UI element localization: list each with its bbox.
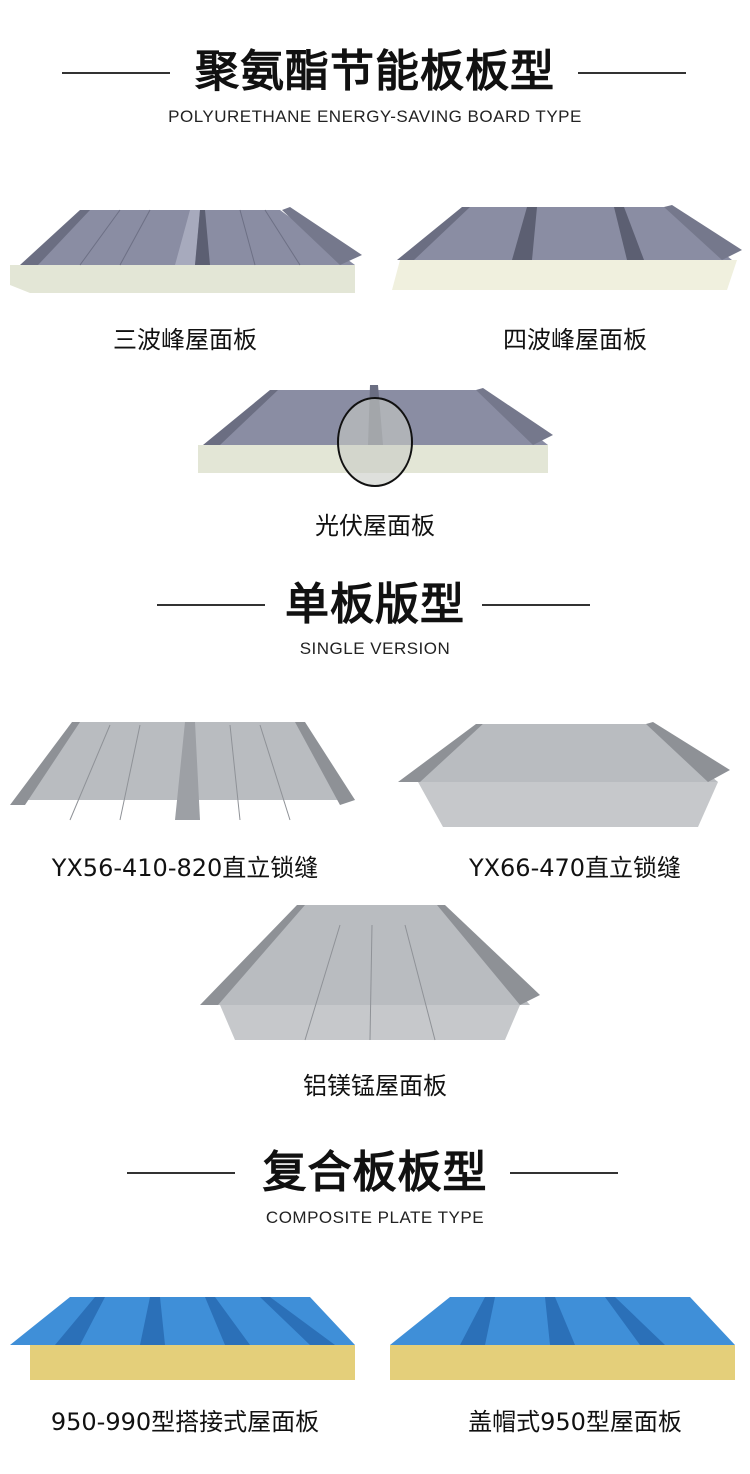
- rockwool-core: [390, 1345, 735, 1380]
- yx56-410-820-panel-image: [10, 722, 355, 821]
- title-rule-right: [482, 604, 590, 606]
- section-subtitle: SINGLE VERSION: [299, 639, 451, 658]
- product-label: YX66-470直立锁缝: [468, 854, 682, 882]
- product-label: 光伏屋面板: [315, 512, 435, 540]
- panel-surface: [210, 905, 530, 1005]
- product-label: 950-990型搭接式屋面板: [50, 1408, 320, 1436]
- section-title: 单板版型: [285, 579, 465, 630]
- panel-surface: [412, 207, 732, 260]
- title-rule-left: [127, 1172, 235, 1174]
- product-label: YX56-410-820直立锁缝: [51, 854, 319, 882]
- panel-foam: [10, 265, 355, 293]
- lap-joint-950-990-panel-image: [10, 1297, 355, 1380]
- rockwool-core: [30, 1345, 355, 1380]
- product-label: 四波峰屋面板: [503, 326, 647, 354]
- aluminum-magnesium-manganese-panel-image: [200, 905, 540, 1041]
- product-label: 盖帽式950型屋面板: [468, 1408, 682, 1436]
- title-rule-right: [510, 1172, 618, 1174]
- yx66-470-panel-image: [398, 722, 730, 827]
- title-rule-left: [157, 604, 265, 606]
- panel-foam: [392, 260, 737, 290]
- cap-type-950-panel-image: [390, 1297, 735, 1380]
- section-subtitle: POLYURETHANE ENERGY-SAVING BOARD TYPE: [168, 107, 582, 126]
- section-title: 聚氨酯节能板板型: [195, 46, 555, 97]
- product-label: 三波峰屋面板: [113, 326, 257, 354]
- panel-surface: [418, 724, 718, 782]
- three-peak-roof-panel-image: [10, 207, 362, 293]
- section-title: 复合板板型: [262, 1147, 488, 1198]
- title-rule-right: [578, 72, 686, 74]
- product-label: 铝镁锰屋面板: [303, 1072, 447, 1100]
- photovoltaic-roof-panel-image: [198, 385, 553, 487]
- title-rule-left: [62, 72, 170, 74]
- section-subtitle: COMPOSITE PLATE TYPE: [265, 1208, 485, 1227]
- four-peak-roof-panel-image: [392, 205, 742, 290]
- detail-circle: [337, 397, 413, 487]
